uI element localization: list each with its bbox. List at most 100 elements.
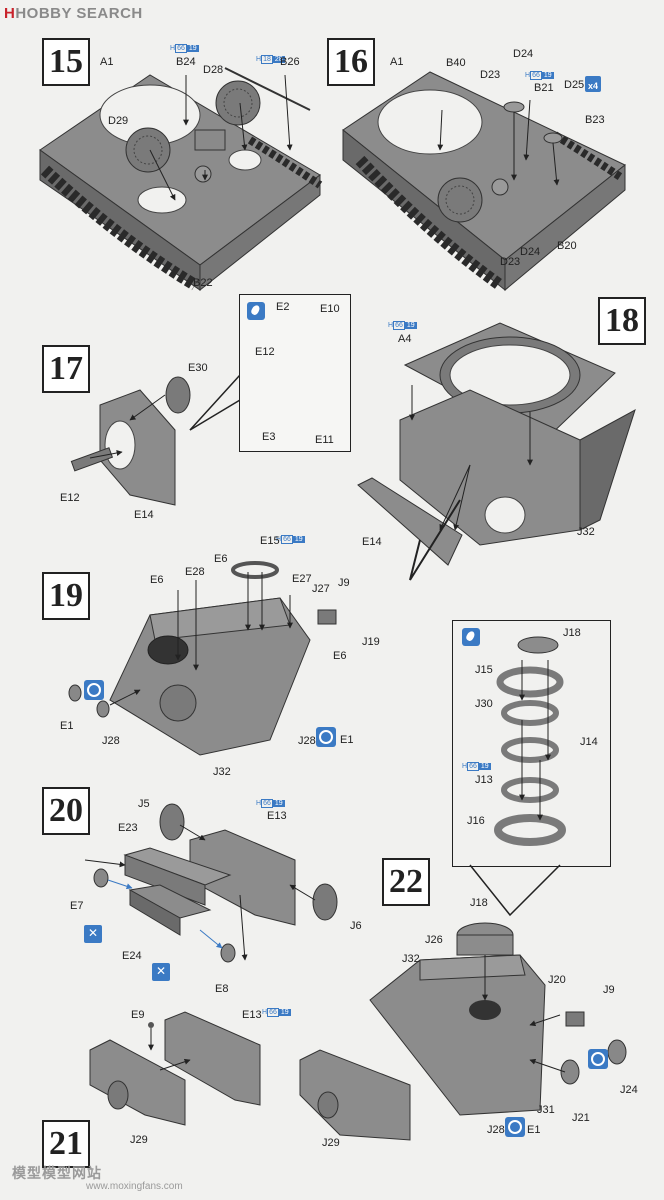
part-label: E3 bbox=[262, 431, 276, 443]
part-label: E6 bbox=[150, 574, 164, 586]
part-label: J30 bbox=[475, 698, 493, 710]
part-label: E9 bbox=[131, 1009, 145, 1021]
step-15-number: 15 bbox=[42, 38, 90, 86]
step-22-number: 22 bbox=[382, 858, 430, 906]
watermark-url: www.moxingfans.com bbox=[86, 1181, 183, 1192]
step17-drawing bbox=[70, 340, 241, 506]
step-19-number: 19 bbox=[42, 572, 90, 620]
part-label: E14 bbox=[362, 536, 382, 548]
part-label: J18 bbox=[470, 897, 488, 909]
part-label: A1 bbox=[100, 56, 114, 68]
part-label: J21 bbox=[572, 1112, 590, 1124]
paint-icon bbox=[247, 302, 265, 320]
part-label: J20 bbox=[548, 974, 566, 986]
part-label: A1 bbox=[390, 56, 404, 68]
part-label: E27 bbox=[292, 573, 312, 585]
part-label: E8 bbox=[215, 983, 229, 995]
step17-detail-inset bbox=[239, 294, 351, 452]
part-label: E1 bbox=[340, 734, 354, 746]
step-21-number: 21 bbox=[42, 1120, 90, 1168]
part-label: D25 bbox=[564, 79, 585, 91]
cement-icon bbox=[505, 1117, 525, 1137]
part-label: D24 bbox=[513, 48, 534, 60]
step19-drawing bbox=[68, 561, 337, 756]
part-label: J29 bbox=[130, 1134, 148, 1146]
part-label: J27 bbox=[312, 583, 330, 595]
part-label: J6 bbox=[350, 920, 362, 932]
part-label: E14 bbox=[134, 509, 154, 521]
part-label: D23 bbox=[500, 256, 521, 268]
step22-detail-inset bbox=[452, 620, 611, 867]
part-label: E23 bbox=[118, 822, 138, 834]
part-label: E7 bbox=[70, 900, 84, 912]
part-label: B20 bbox=[557, 240, 577, 252]
part-label: J16 bbox=[467, 815, 485, 827]
part-label: B24 bbox=[176, 56, 196, 68]
part-label: J9 bbox=[603, 984, 615, 996]
part-label: J32 bbox=[402, 953, 420, 965]
step-20-number: 20 bbox=[42, 787, 90, 835]
part-label: J18 bbox=[563, 627, 581, 639]
part-label: B22 bbox=[193, 277, 213, 289]
part-label: E10 bbox=[320, 303, 340, 315]
hobby-search-logo: HHOBBY SEARCH bbox=[4, 5, 143, 22]
watermark: 模型模型网站 bbox=[12, 1165, 102, 1181]
part-label: D29 bbox=[108, 115, 129, 127]
paint-icon bbox=[462, 628, 480, 646]
part-label: E1 bbox=[60, 720, 74, 732]
no-glue-icon bbox=[152, 963, 170, 981]
part-label: E15 bbox=[260, 535, 280, 547]
part-label: E24 bbox=[122, 950, 142, 962]
part-label: B40 bbox=[446, 57, 466, 69]
part-label: E11 bbox=[315, 434, 334, 446]
part-label: D23 bbox=[480, 69, 501, 81]
cement-icon bbox=[588, 1049, 608, 1069]
part-label: E2 bbox=[276, 301, 290, 313]
part-label: J28 bbox=[487, 1124, 505, 1136]
part-label: J14 bbox=[580, 736, 598, 748]
no-glue-icon bbox=[84, 925, 102, 943]
part-label: J29 bbox=[322, 1137, 340, 1149]
part-label: J28 bbox=[102, 735, 120, 747]
step-16-number: 16 bbox=[327, 38, 375, 86]
part-label: E12 bbox=[255, 346, 275, 358]
step22-drawing bbox=[299, 922, 627, 1141]
part-label: E13 bbox=[267, 810, 287, 822]
part-label: J28 bbox=[298, 735, 316, 747]
part-label: E28 bbox=[185, 566, 205, 578]
step16-hull-drawing bbox=[342, 71, 626, 292]
step18-drawing bbox=[357, 322, 636, 581]
part-label: B21 bbox=[534, 82, 554, 94]
part-label: J5 bbox=[138, 798, 150, 810]
cement-icon bbox=[316, 727, 336, 747]
part-label: E6 bbox=[214, 553, 228, 565]
part-label: A4 bbox=[398, 333, 412, 345]
step-18-number: 18 bbox=[598, 297, 646, 345]
part-label: D28 bbox=[203, 64, 224, 76]
part-label: J31 bbox=[537, 1104, 555, 1116]
part-label: E13 bbox=[242, 1009, 262, 1021]
cement-icon bbox=[84, 680, 104, 700]
part-label: E12 bbox=[60, 492, 80, 504]
step20-drawing bbox=[84, 803, 338, 963]
part-label: J24 bbox=[620, 1084, 638, 1096]
part-label: E1 bbox=[527, 1124, 541, 1136]
part-label: J26 bbox=[425, 934, 443, 946]
part-label: B23 bbox=[585, 114, 605, 126]
step22-inset-drawing bbox=[469, 636, 566, 917]
part-label: J13 bbox=[475, 774, 493, 786]
step15-hull-drawing bbox=[39, 67, 323, 292]
part-label: D24 bbox=[520, 246, 541, 258]
step-17-number: 17 bbox=[42, 345, 90, 393]
part-label: J15 bbox=[475, 664, 493, 676]
part-label: B26 bbox=[280, 56, 300, 68]
